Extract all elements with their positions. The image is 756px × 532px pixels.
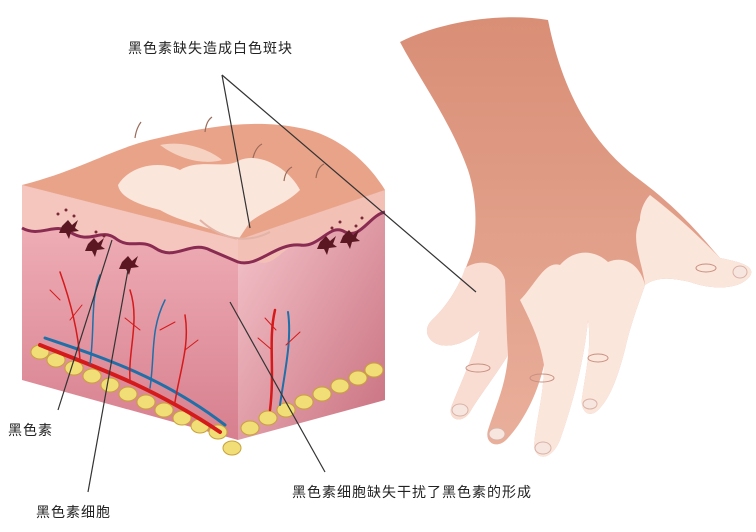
- label-melanocyte: 黑色素细胞: [36, 502, 111, 522]
- label-melanin-loss-white-patches: 黑色素缺失造成白色斑块: [128, 38, 293, 58]
- vitiligo-patch-index: [427, 263, 508, 420]
- label-melanin: 黑色素: [8, 420, 53, 440]
- hand-with-vitiligo: [400, 17, 751, 456]
- label-melanocyte-loss-effect: 黑色素细胞缺失干扰了黑色素的形成: [292, 482, 532, 502]
